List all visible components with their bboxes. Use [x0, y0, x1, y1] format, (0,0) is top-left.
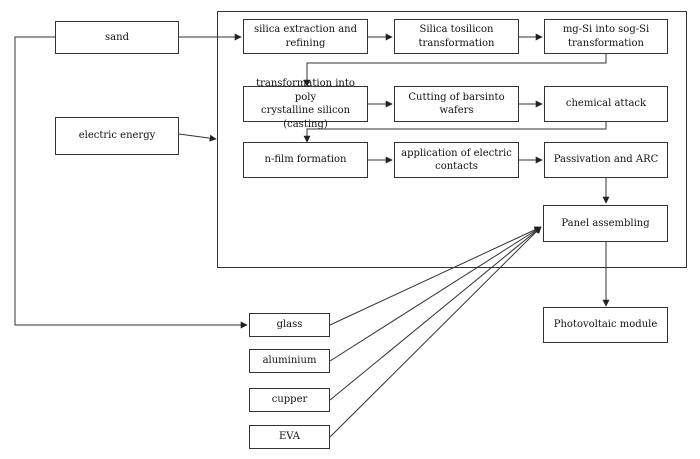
n-film-formation-box: n-film formation — [243, 142, 368, 178]
process-frame — [217, 11, 687, 268]
cutting-wafers-box: Cutting of barsinto wafers — [394, 86, 519, 122]
mg-si-to-sog-si-box: mg-Si into sog-Si transformation — [544, 19, 668, 54]
material-glass-box: glass — [249, 313, 330, 337]
material-cupper-box: cupper — [249, 388, 330, 412]
arrow-aluminium-to-panel — [329, 226, 542, 362]
polycrystalline-casting-box: transformation into poly crystalline sil… — [243, 78, 368, 130]
silica-extraction-box: silica extraction and refining — [243, 19, 368, 54]
material-aluminium-box: aluminium — [249, 349, 330, 373]
arrow-eva-to-panel — [329, 226, 542, 438]
chemical-attack-box: chemical attack — [544, 86, 668, 122]
arrow-glass-to-panel — [329, 226, 542, 326]
photovoltaic-module-box: Photovoltaic module — [543, 307, 668, 343]
silica-to-silicon-box: Silica tosilicon transformation — [394, 19, 519, 54]
arrow-wrap-1 — [303, 53, 607, 87]
material-eva-box: EVA — [249, 425, 330, 449]
arrow-energy-to-frame — [178, 133, 217, 142]
electric-contacts-box: application of electric contacts — [394, 142, 519, 178]
arrow-sand-to-glass — [14, 36, 248, 329]
passivation-arc-box: Passivation and ARC — [544, 142, 668, 178]
arrow-wrap-2 — [303, 121, 607, 143]
panel-assembling-box: Panel assembling — [543, 205, 668, 242]
arrow-cupper-to-panel — [329, 226, 542, 401]
sand-box: sand — [55, 21, 179, 54]
electric-energy-box: electric energy — [55, 117, 179, 155]
